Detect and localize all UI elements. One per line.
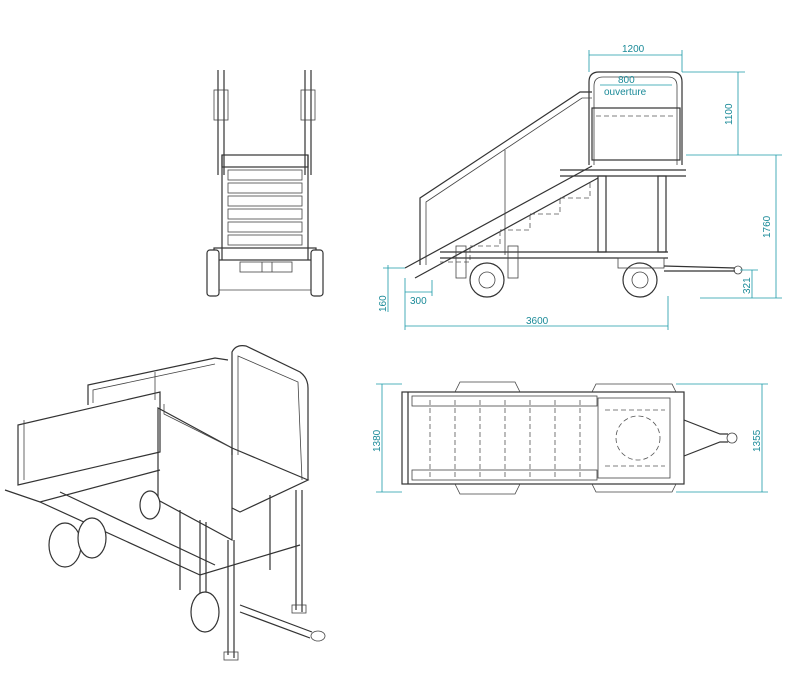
front-view-right-wheel <box>310 249 324 297</box>
side-view-rear-wheel <box>469 262 505 298</box>
side-view-steps <box>440 182 591 263</box>
isometric-front-wheel <box>190 591 220 633</box>
front-view <box>206 70 324 297</box>
side-view: 1200 800 ouverture 1100 1760 321 160 300… <box>378 44 782 330</box>
top-view: 1380 1355 <box>372 381 768 495</box>
front-view-left-wheel <box>206 249 220 297</box>
dim-rail-height: 1100 <box>724 103 735 125</box>
isometric-rear-wheel <box>48 522 82 568</box>
dim-platform-width: 1200 <box>622 44 645 55</box>
front-view-steps <box>227 169 303 246</box>
top-view-steps <box>429 400 581 478</box>
dim-axle-width: 1355 <box>752 429 763 452</box>
dim-overall-length: 3600 <box>526 316 549 327</box>
dim-first-step-height: 160 <box>378 295 389 312</box>
dim-stair-width: 1380 <box>372 429 383 452</box>
dim-platform-height: 1760 <box>762 215 773 238</box>
side-view-front-wheel <box>622 262 658 298</box>
dim-hitch-height: 321 <box>742 277 753 294</box>
isometric-view <box>4 345 326 661</box>
dim-opening-label: ouverture <box>604 87 647 98</box>
dim-opening-width: 800 <box>618 75 635 86</box>
dim-first-step-depth: 300 <box>410 296 427 307</box>
